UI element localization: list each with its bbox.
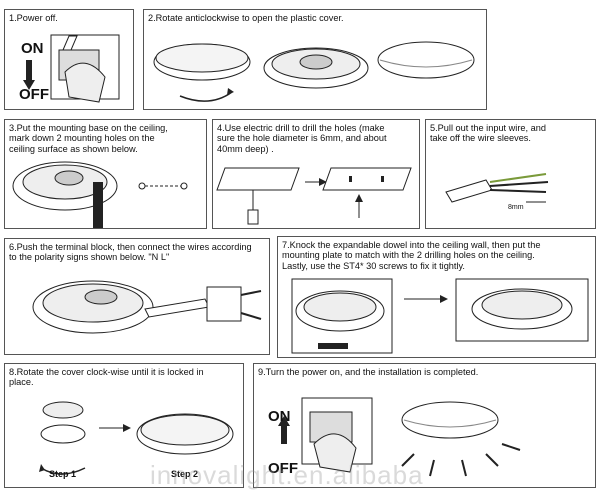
step-3-caption: 3.Put the mounting base on the ceiling, … — [9, 123, 168, 154]
step-5-caption: 5.Pull out the input wire, and take off … — [430, 123, 546, 144]
drill-holes-illustration — [216, 167, 412, 225]
step-7-panel: 7.Knock the expandable dowel into the ce… — [277, 236, 596, 358]
step-1-label: Step 1 — [49, 469, 77, 479]
watermark: innovalight.en.alibaba — [150, 460, 424, 490]
power-on-illustration — [278, 397, 521, 477]
step-1-panel: 1.Power off. ON OFF — [4, 9, 134, 110]
step-8-panel: 8.Rotate the cover clock-wise until it i… — [4, 363, 244, 488]
step-2-caption: 2.Rotate anticlockwise to open the plast… — [148, 13, 344, 23]
cover-removal-illustration — [153, 41, 475, 102]
step-7-caption: 7.Knock the expandable dowel into the ce… — [282, 240, 541, 271]
off-label: OFF — [268, 460, 298, 477]
step-5-panel: 5.Pull out the input wire, and take off … — [425, 119, 596, 229]
mounting-plate-illustration — [291, 278, 589, 354]
strip-length-label: 8mm — [508, 204, 524, 211]
power-switch-off-illustration — [23, 34, 120, 103]
on-label: ON — [268, 408, 291, 425]
step-8-caption: 8.Rotate the cover clock-wise until it i… — [9, 367, 204, 388]
cover-lock-illustration — [39, 401, 234, 475]
off-label: OFF — [19, 86, 49, 103]
step-2-panel: 2.Rotate anticlockwise to open the plast… — [143, 9, 487, 110]
step-3-panel: 3.Put the mounting base on the ceiling, … — [4, 119, 207, 229]
step-4-panel: 4.Use electric drill to drill the holes … — [212, 119, 420, 229]
step-9-caption: 9.Turn the power on, and the installatio… — [258, 367, 479, 377]
step-1-caption: 1.Power off. — [9, 13, 58, 23]
on-label: ON — [21, 40, 44, 57]
terminal-block-illustration — [32, 280, 262, 334]
step-6-panel: 6.Push the terminal block, then connect … — [4, 238, 270, 355]
step-9-panel: 9.Turn the power on, and the installatio… — [253, 363, 596, 488]
mounting-base-illustration — [12, 161, 188, 228]
step-4-caption: 4.Use electric drill to drill the holes … — [217, 123, 387, 154]
wire-strip-illustration — [445, 173, 549, 203]
step-2-label: Step 2 — [171, 469, 199, 479]
step-6-caption: 6.Push the terminal block, then connect … — [9, 242, 252, 263]
